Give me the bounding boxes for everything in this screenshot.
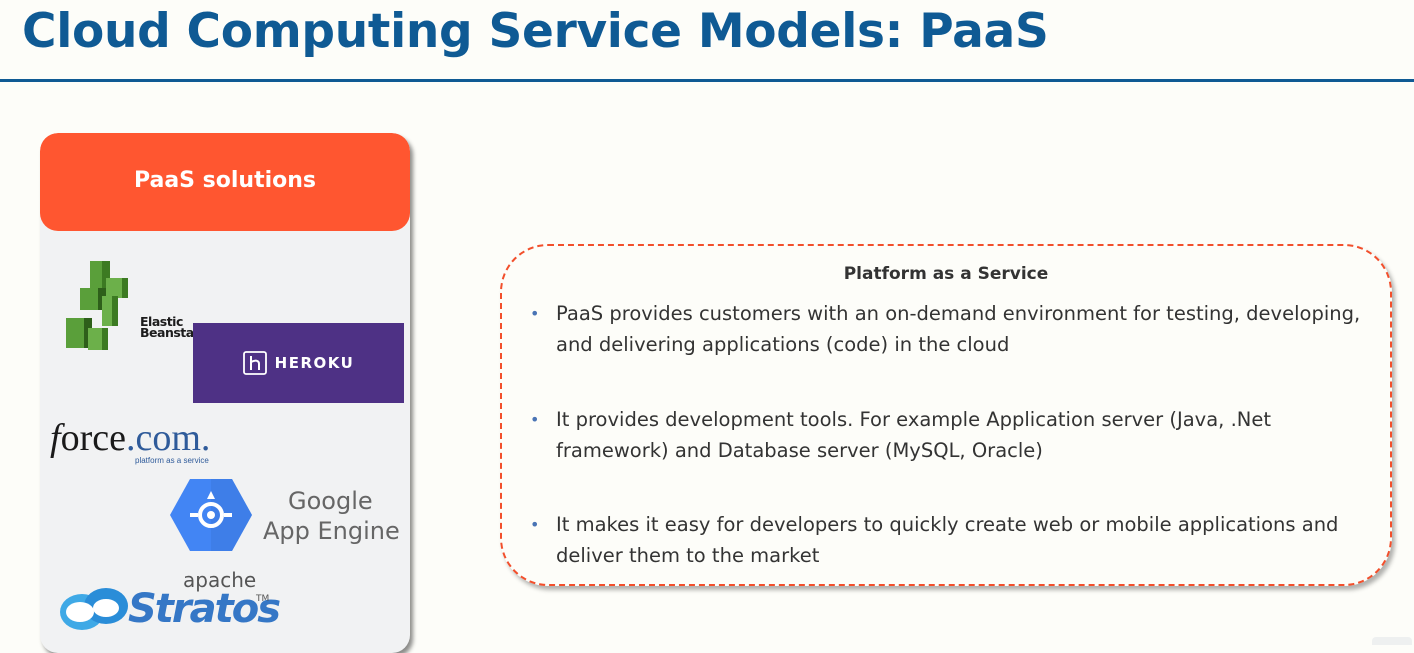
app-engine-line1: Google [288, 487, 373, 515]
heroku-icon [242, 351, 267, 375]
stratos-wordmark: Stratos [128, 586, 281, 632]
stratos-apache-label: apache [183, 568, 257, 592]
paas-description-box [500, 244, 1392, 586]
force-rest: orce [60, 417, 126, 459]
card-header-title: PaaS solutions [133, 167, 317, 193]
bullet-marker: • [530, 304, 540, 323]
force-wordmark: force.com. [50, 416, 210, 460]
force-dotcom: .com. [125, 417, 211, 459]
list-item: • It provides development tools. For exa… [530, 404, 1370, 466]
card-header: PaaS solutions [40, 133, 410, 231]
beanstalk-icon [66, 261, 128, 350]
list-item: • It makes it easy for developers to qui… [530, 509, 1370, 571]
apache-stratos-logo: apache Stratos TM [58, 568, 288, 638]
beanstalk-line2: Beanstalk [140, 325, 206, 340]
list-item: • PaaS provides customers with an on-dem… [530, 298, 1370, 360]
bullet-marker: • [530, 515, 540, 534]
heroku-logo: HEROKU [193, 323, 404, 403]
app-engine-line2: App Engine [263, 517, 400, 545]
title-divider [0, 79, 1414, 82]
bullet-text: It makes it easy for developers to quick… [556, 513, 1339, 567]
slide-title: Cloud Computing Service Models: PaaS [22, 4, 1049, 59]
heroku-wordmark: HEROKU [274, 354, 355, 372]
force-f: f [50, 417, 61, 459]
google-app-engine-logo: Google App Engine [168, 475, 400, 559]
force-com-logo: force.com. platform as a service [50, 416, 250, 476]
cloud-icon [60, 588, 128, 630]
corner-decoration [1372, 637, 1412, 645]
elastic-beanstalk-logo: Elastic Beanstalk [62, 258, 206, 353]
bullet-text: It provides development tools. For examp… [556, 408, 1271, 462]
trademark-mark: TM [256, 594, 270, 604]
bullet-text: PaaS provides customers with an on-deman… [556, 302, 1361, 356]
force-tagline: platform as a service [135, 456, 209, 465]
description-heading: Platform as a Service [843, 264, 1049, 284]
app-engine-icon [170, 479, 252, 551]
bullet-marker: • [530, 410, 540, 429]
beanstalk-line1: Elastic [140, 314, 183, 329]
beanstalk-wordmark: Elastic Beanstalk [140, 314, 206, 340]
